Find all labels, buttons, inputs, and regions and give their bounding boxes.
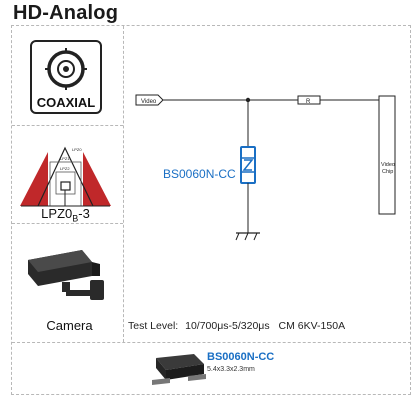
lpz-zone-icon: LPZ0 LPZ1 LPZ2: [20, 146, 111, 207]
coaxial-card: COAXIAL: [30, 40, 102, 114]
lpz-card: LPZ0 LPZ1 LPZ2 LPZ0B-3: [18, 140, 113, 224]
package-name: BS0060N-CC: [207, 351, 275, 363]
schematic: Video R Video Chip: [135, 94, 396, 241]
device-label: BS0060N-CC: [163, 167, 236, 181]
divider-1: [12, 125, 123, 126]
test-level-label: Test Level:: [128, 320, 179, 332]
lpz-label-suffix: -3: [78, 206, 90, 221]
divider-2: [12, 223, 123, 224]
lpz-label-main: LPZ0: [41, 206, 73, 221]
tvs-device: [240, 146, 256, 184]
lpz-inner-text: LPZ2: [60, 166, 70, 171]
chip-label-2: Chip: [382, 169, 393, 175]
lpz-mid-text: LPZ1: [60, 156, 70, 161]
camera-label: Camera: [46, 318, 93, 333]
coaxial-label: COAXIAL: [36, 95, 96, 110]
input-tag-text: Video: [141, 99, 157, 105]
divider-3: [12, 342, 411, 343]
test-level-cm: CM 6KV-150A: [278, 320, 346, 332]
lpz-outer-text: LPZ0: [72, 147, 82, 152]
left-column-divider: [123, 26, 124, 342]
page-title: HD-Analog: [13, 2, 119, 24]
lpz-label-sub: B: [72, 213, 79, 224]
diagram-frame: [11, 25, 411, 395]
video-chip: [378, 95, 396, 215]
test-level-value: 10/700μs-5/320μs: [185, 320, 270, 332]
test-level-row: Test Level: 10/700μs-5/320μs CM 6KV-150A: [128, 320, 345, 332]
resistor-label: R: [306, 99, 311, 105]
camera-icon: [28, 250, 104, 300]
package-chip-icon: [152, 354, 206, 385]
coaxial-icon: [30, 40, 102, 114]
package-dims: 5.4x3.3x2.3mm: [207, 366, 255, 373]
chip-label-1: Video: [381, 162, 395, 168]
lpz-label: LPZ0B-3: [18, 206, 113, 224]
camera-card: Camera: [22, 240, 117, 333]
